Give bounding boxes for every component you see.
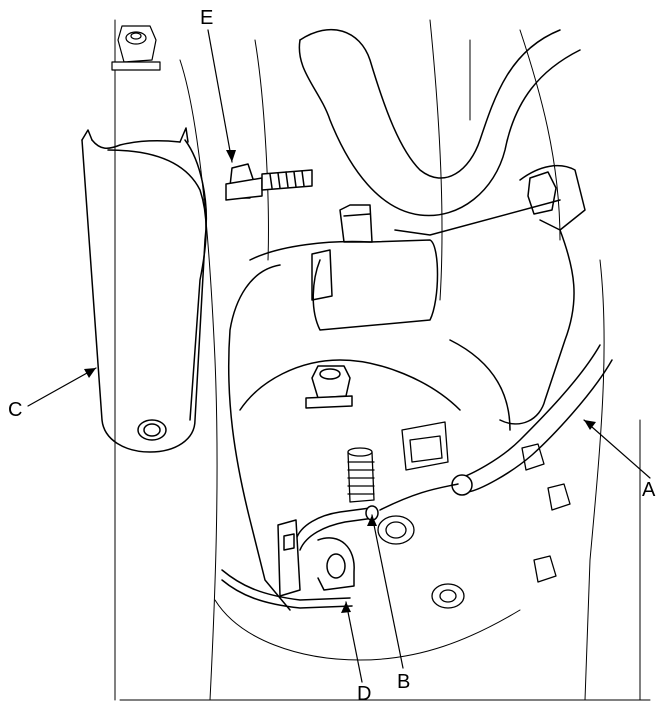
- arrow-head-e: [226, 150, 236, 162]
- callout-a: A: [642, 479, 656, 501]
- background-structure: [114, 19, 651, 701]
- callout-d: D: [357, 683, 372, 705]
- clip-d: [221, 519, 355, 609]
- arrow-head-b: [367, 515, 377, 526]
- cable-a: [451, 344, 613, 496]
- callout-c: C: [8, 399, 23, 421]
- arrow-head-c: [84, 368, 96, 378]
- bracket-c: [81, 127, 208, 453]
- side-bolts: [377, 443, 571, 609]
- sensor-housing: [401, 421, 449, 471]
- arrow-head-a: [584, 420, 596, 430]
- center-nut: [305, 365, 353, 409]
- callout-b: B: [397, 671, 411, 693]
- upper-hose: [298, 29, 581, 236]
- wire-b: [295, 483, 459, 551]
- threaded-stud: [347, 447, 375, 503]
- callout-e: E: [200, 7, 214, 29]
- top-nut: [111, 25, 161, 71]
- bolt-e: [225, 163, 313, 201]
- leader-lines: [27, 29, 651, 683]
- knuckle-body: [227, 164, 586, 611]
- arrow-head-d: [341, 602, 351, 613]
